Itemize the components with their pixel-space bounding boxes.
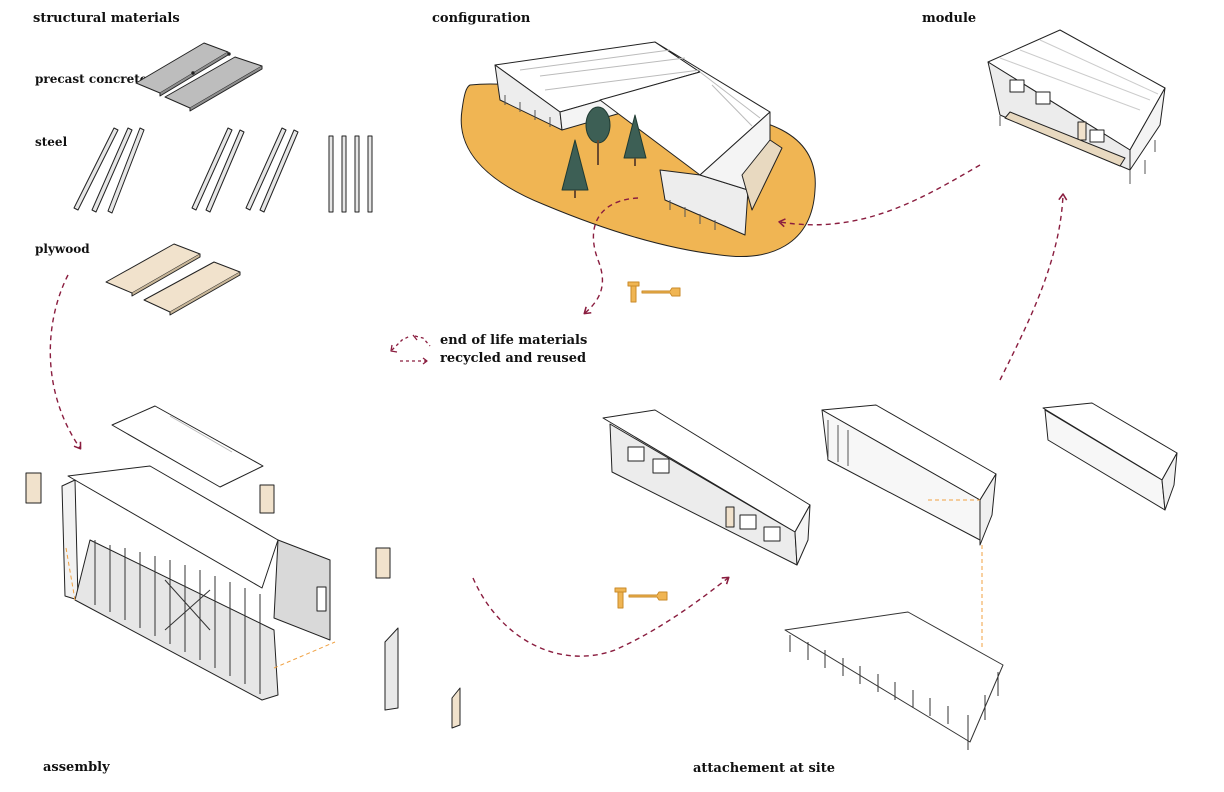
window-icon-2 [375,547,391,579]
foundation-frame [784,545,1004,750]
steel-angle-group [191,127,299,213]
label-structural-materials: structural materials [33,11,180,26]
label-attachement-at-site: attachement at site [693,761,835,776]
flow-arrows [49,164,1068,657]
module-house [987,29,1166,184]
steel-beams-icon [73,127,373,214]
module-stage-2 [821,404,997,546]
label-precast-concrete: precast concrete [35,72,148,86]
window-icon [259,484,275,514]
label-assembly: assembly [43,760,110,775]
plywood-sheets-icon [105,243,241,316]
legend-text: end of life materials recycled and reuse… [440,332,587,368]
wrench-bolt-icon [627,281,681,303]
precast-concrete-icon [135,42,263,112]
label-plywood: plywood [35,242,90,256]
tree-icons [561,106,647,198]
configuration-site [460,41,816,257]
wrench-bolt-icon-2 [614,587,668,609]
steel-columns-group [328,135,373,213]
label-module: module [922,11,977,26]
label-steel: steel [35,135,68,149]
module-stage-1 [602,409,811,566]
assembly-exploded [25,405,461,729]
steel-i-beams-group [73,127,145,214]
legend-line-1: end of life materials [440,333,588,348]
module-stage-3 [1042,402,1178,511]
recycle-arrows-icon [390,334,431,365]
label-configuration: configuration [432,11,531,26]
legend-line-2: recycled and reused [440,351,587,366]
door-panel-icon [25,472,42,504]
